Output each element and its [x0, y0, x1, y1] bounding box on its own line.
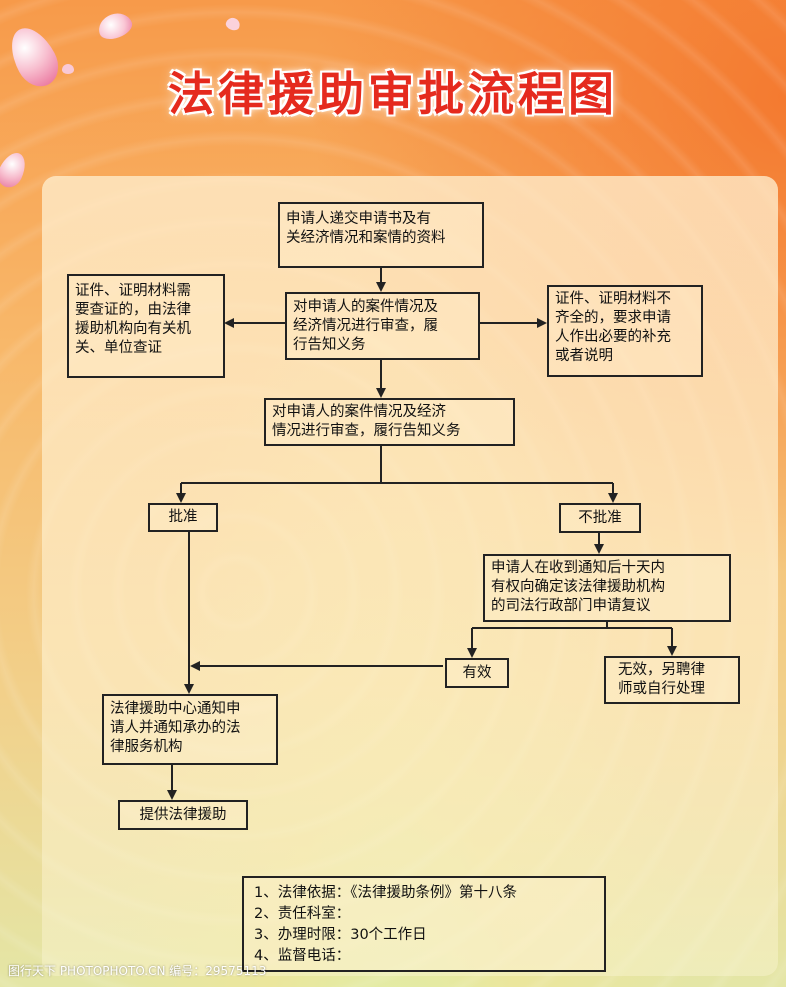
box-line: 有权向确定该法律援助机构 [491, 579, 665, 595]
review-second-box: 对申请人的案件情况及经济 情况进行审查，履行告知义务 [264, 398, 515, 446]
review-first-box: 对申请人的案件情况及 经济情况进行审查，履 行告知义务 [285, 292, 480, 360]
supervision-phone-note: 4、监督电话： [254, 948, 351, 964]
box-line: 或者说明 [555, 348, 613, 364]
box-line: 行告知义务 [293, 337, 366, 353]
box-line: 无效，另聘律 [618, 662, 705, 678]
legal-basis-note: 1、法律依据：《法律援助条例》第十八条 [254, 885, 517, 901]
page-title: 法律援助审批流程图 [168, 67, 618, 121]
provide-aid-box: 提供法律援助 [118, 800, 248, 830]
box-line: 援助机构向有关机 [75, 321, 191, 337]
info-notes-box: 1、法律依据：《法律援助条例》第十八条 2、责任科室： 3、办理时限：30个工作… [242, 876, 606, 972]
box-line: 要查证的，由法律 [75, 302, 191, 318]
petal-decoration [62, 64, 74, 74]
valid-label: 有效 [462, 665, 492, 681]
box-line: 申请人在收到通知后十天内 [491, 560, 665, 576]
box-line: 证件、证明材料不 [555, 291, 671, 307]
provide-aid-label: 提供法律援助 [139, 807, 227, 823]
box-line: 请人并通知承办的法 [110, 720, 241, 736]
box-line: 齐全的，要求申请 [555, 310, 671, 326]
notify-box: 法律援助中心通知申 请人并通知承办的法 律服务机构 [102, 694, 278, 765]
box-line: 经济情况进行审查，履 [293, 318, 438, 334]
box-line: 情况进行审查，履行告知义务 [272, 423, 461, 439]
box-line: 关、单位查证 [75, 340, 162, 356]
reject-box: 不批准 [559, 503, 641, 533]
approve-label: 批准 [168, 509, 198, 525]
watermark-text: 图行天下 PHOTOPHOTO.CN 编号：29575113 [8, 964, 267, 978]
box-line: 律服务机构 [110, 739, 183, 755]
invalid-box: 无效，另聘律 师或自行处理 [604, 656, 740, 704]
box-line: 关经济情况和案情的资料 [286, 230, 446, 246]
box-line: 申请人递交申请书及有 [286, 211, 431, 227]
reject-label: 不批准 [578, 510, 622, 526]
box-line: 对申请人的案件情况及 [293, 299, 438, 315]
valid-box: 有效 [445, 658, 509, 688]
content-panel [42, 176, 778, 976]
box-line: 师或自行处理 [618, 681, 705, 697]
responsible-dept-note: 2、责任科室： [254, 906, 351, 922]
box-line: 的司法行政部门申请复议 [491, 598, 651, 614]
box-line: 法律援助中心通知申 [110, 701, 241, 717]
box-line: 对申请人的案件情况及经济 [272, 404, 446, 420]
box-line: 证件、证明材料需 [75, 283, 191, 299]
time-limit-note: 3、办理时限：30个工作日 [254, 927, 427, 943]
supplement-documents-box: 证件、证明材料不 齐全的，要求申请 人作出必要的补充 或者说明 [547, 285, 703, 377]
submit-application-box: 申请人递交申请书及有 关经济情况和案情的资料 [278, 202, 484, 268]
approve-box: 批准 [148, 503, 218, 532]
appeal-box: 申请人在收到通知后十天内 有权向确定该法律援助机构 的司法行政部门申请复议 [483, 554, 731, 622]
box-line: 人作出必要的补充 [555, 329, 671, 345]
verify-documents-box: 证件、证明材料需 要查证的，由法律 援助机构向有关机 关、单位查证 [67, 274, 225, 378]
